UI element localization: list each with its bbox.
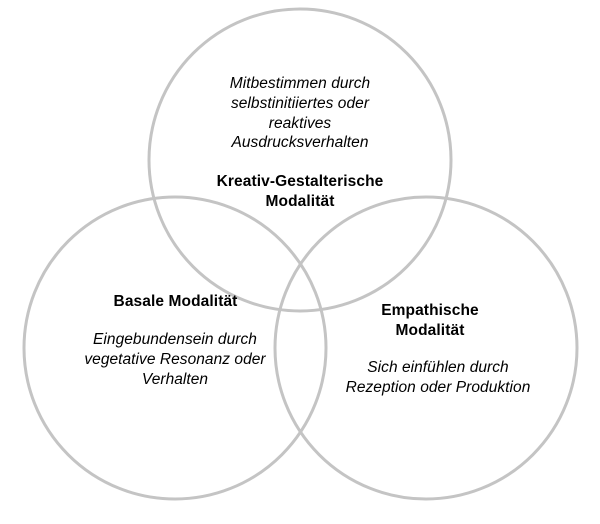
empathische-title: Empathische Modalität xyxy=(381,302,479,339)
circle-basale xyxy=(22,195,328,501)
circle-empathische xyxy=(273,195,579,501)
empathische-title-group: Empathische Modalität xyxy=(330,301,530,341)
circle-kreativ-gestalterische xyxy=(147,7,453,313)
kreativ-gestalterische-description-group: Mitbestimmen durch selbstinitiiertes ode… xyxy=(175,74,425,153)
kreativ-gestalterische-title-group: Kreativ-Gestalterische Modalität xyxy=(170,172,430,212)
empathische-description: Sich einfühlen durch Rezeption oder Prod… xyxy=(345,359,531,396)
basale-title-group: Basale Modalität xyxy=(63,292,288,312)
kreativ-gestalterische-title: Kreativ-Gestalterische Modalität xyxy=(216,173,384,210)
basale-description: Eingebundensein durch vegetative Resonan… xyxy=(84,331,266,388)
basale-title: Basale Modalität xyxy=(113,293,238,310)
kreativ-gestalterische-description: Mitbestimmen durch selbstinitiiertes ode… xyxy=(229,75,371,152)
empathische-description-group: Sich einfühlen durch Rezeption oder Prod… xyxy=(318,358,558,398)
basale-description-group: Eingebundensein durch vegetative Resonan… xyxy=(55,330,295,389)
